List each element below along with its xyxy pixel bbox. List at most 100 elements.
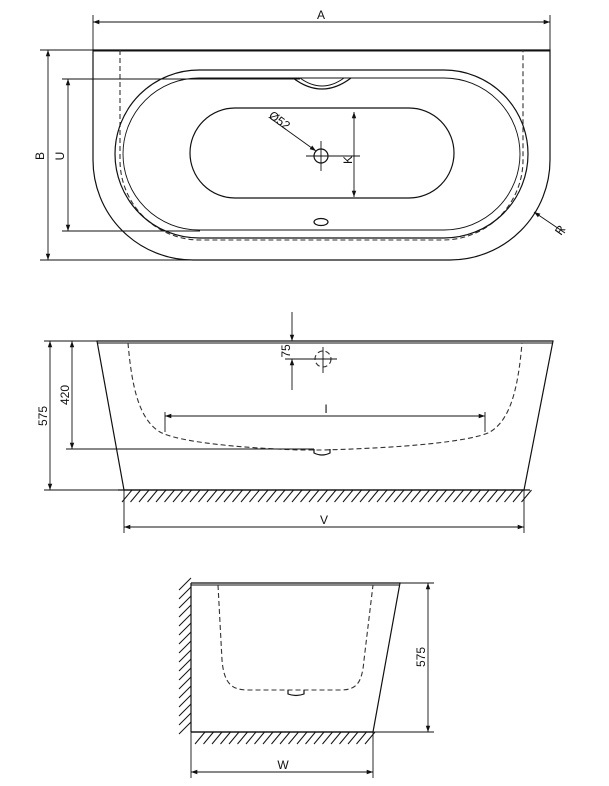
wall-hatch-stroke [178, 631, 192, 645]
basin-inner-edge [122, 77, 521, 231]
floor-hatch-stroke [410, 489, 422, 503]
wall-hatching [178, 577, 192, 735]
floor-hatch-stroke [147, 489, 158, 503]
wall-hatch-stroke [178, 604, 192, 618]
overflow-recess [292, 77, 352, 90]
floor-hatch-stroke [334, 489, 345, 503]
i-label: I [324, 402, 327, 416]
floor-hatch-stroke [223, 489, 235, 503]
floor-hatch-stroke [521, 489, 532, 503]
drain-slot [313, 217, 329, 227]
b-label: B [33, 152, 47, 160]
v-label: V [320, 513, 328, 527]
floor-hatch-stroke [237, 731, 248, 745]
floor-hatch-stroke [393, 489, 405, 503]
floor-hatch-stroke [189, 489, 201, 503]
floor-hatch-stroke [257, 489, 269, 503]
floor-hatch-stroke [444, 489, 456, 503]
wall-hatch-stroke [178, 649, 192, 663]
floor-hatch-stroke [317, 489, 328, 503]
floor-hatch-stroke [266, 489, 277, 503]
floor-hatch-stroke [240, 489, 252, 503]
side-waste-fitting [287, 690, 305, 697]
floor-hatch-stroke [305, 731, 316, 745]
floor-hatch-stroke [138, 489, 150, 503]
front-view: 75 I 575 420 V [36, 312, 554, 533]
floor-hatch-stroke [283, 489, 294, 503]
floor-hatch-stroke [470, 489, 481, 503]
wall-hatch-stroke [178, 577, 192, 591]
floor-hatch-stroke [198, 489, 209, 503]
floor-hatch-stroke [385, 489, 396, 503]
side-floor-hatching [194, 731, 376, 745]
floor-hatch-stroke [342, 489, 354, 503]
floor-hatch-stroke [220, 731, 231, 745]
wall-hatch-stroke [178, 685, 192, 699]
wall-hatch-stroke [178, 694, 192, 708]
bath-floor-outline [189, 107, 455, 199]
u-label: U [53, 152, 67, 161]
floor-hatch-stroke [356, 731, 367, 745]
rim-hidden-outline [119, 50, 524, 241]
floor-hatch-stroke [322, 731, 333, 745]
wall-hatch-stroke [178, 613, 192, 627]
floor-hatch-stroke [325, 489, 337, 503]
floor-hatch-stroke [164, 489, 175, 503]
floor-hatch-stroke [155, 489, 167, 503]
floor-hatch-stroke [313, 731, 325, 745]
floor-hatch-stroke [279, 731, 291, 745]
dim75-label: 75 [279, 344, 293, 358]
floor-hatch-stroke [427, 489, 439, 503]
floor-hatch-stroke [194, 731, 206, 745]
waste-fitting [313, 449, 331, 456]
wall-hatch-stroke [178, 586, 192, 600]
floor-hatch-stroke [300, 489, 311, 503]
floor-hatch-stroke [228, 731, 240, 745]
tub-outer-outline [92, 49, 551, 261]
wall-hatch-stroke [178, 712, 192, 726]
inner-basin-profile [127, 342, 523, 451]
wall-hatch-stroke [178, 640, 192, 654]
floor-hatch-stroke [211, 731, 223, 745]
floor-hatch-stroke [172, 489, 184, 503]
floor-hatch-stroke [245, 731, 257, 745]
floor-hatch-stroke [291, 489, 303, 503]
top-view: Ø52 K A B U R [33, 8, 569, 261]
floor-hatch-stroke [254, 731, 265, 745]
floor-hatch-stroke [271, 731, 282, 745]
diameter-label: Ø52 [266, 108, 293, 133]
floor-hatch-stroke [419, 489, 430, 503]
floor-hatch-stroke [376, 489, 388, 503]
floor-hatch-stroke [364, 731, 376, 745]
floor-hatch-stroke [359, 489, 371, 503]
wall-hatch-stroke [178, 667, 192, 681]
floor-hatch-stroke [130, 489, 141, 503]
s575-label: 575 [414, 647, 428, 667]
floor-hatch-stroke [288, 731, 299, 745]
basin-outer-edge [114, 69, 529, 239]
floor-hatch-stroke [262, 731, 274, 745]
floor-hatch-stroke [478, 489, 490, 503]
wall-hatch-stroke [178, 658, 192, 672]
floor-hatch-stroke [232, 489, 243, 503]
floor-hatch-stroke [495, 489, 507, 503]
floor-hatch-stroke [368, 489, 379, 503]
floor-hatch-stroke [487, 489, 498, 503]
floor-hatch-stroke [461, 489, 473, 503]
floor-hatch-stroke [215, 489, 226, 503]
diameter-leader [269, 117, 317, 152]
floor-hatch-stroke [402, 489, 413, 503]
floor-hatch-stroke [453, 489, 464, 503]
floor-hatch-stroke [121, 489, 133, 503]
floor-hatch-stroke [296, 731, 308, 745]
floor-hatch-stroke [308, 489, 320, 503]
h420-label: 420 [58, 385, 72, 405]
h575-label: 575 [36, 406, 50, 426]
overflow-recess-inner [299, 77, 345, 87]
wall-hatch-stroke [178, 622, 192, 636]
side-view: 575 W [178, 577, 434, 778]
r-label: R [552, 222, 569, 237]
floor-hatch-stroke [249, 489, 260, 503]
wall-hatch-stroke [178, 595, 192, 609]
